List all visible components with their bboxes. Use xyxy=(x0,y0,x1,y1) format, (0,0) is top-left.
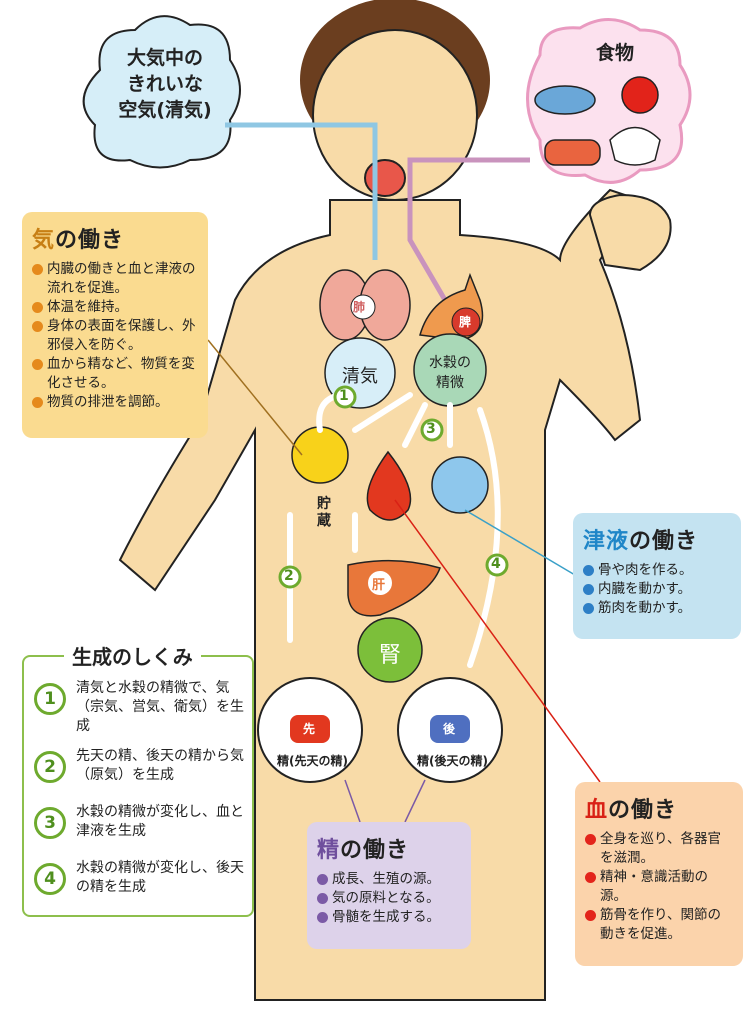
prenatal-label: 精(先天の精) xyxy=(277,754,348,768)
essence-leader-left xyxy=(344,779,361,823)
ki-item: 血から精など、物質を変化させる。 xyxy=(32,355,198,393)
fluid-box-title: 津液の働き xyxy=(583,523,731,555)
ki-item: 体温を維持。 xyxy=(32,298,198,317)
blood-leader xyxy=(394,499,601,783)
blood-function-box: 血の働き 全身を巡り、各器官を滋潤。 精神・意識活動の源。 筋骨を作り、関節の動… xyxy=(575,782,743,966)
generation-step: 4 水穀の精微が変化し、後天の精を生成 xyxy=(34,859,246,897)
step-number: 3 xyxy=(34,807,66,839)
step-markers xyxy=(278,385,509,589)
ki-title-accent: 気 xyxy=(32,228,56,253)
blood-character xyxy=(366,450,412,521)
ki-item: 内臓の働きと血と津液の流れを促進。 xyxy=(32,260,198,298)
suikoku-line-1: 水穀の xyxy=(429,355,471,371)
suikoku-label: 水穀の 精微 xyxy=(418,352,482,392)
apple-icon xyxy=(621,76,659,114)
essence-title-accent: 精 xyxy=(317,838,341,863)
prenatal-badge: 先 xyxy=(303,722,316,736)
fluid-leader xyxy=(464,509,576,576)
ki-item: 身体の表面を保護し、外邪侵入を防ぐ。 xyxy=(32,317,198,355)
rice-bowl-icon xyxy=(609,126,661,166)
generation-step: 1 清気と水穀の精微で、気（宗気、営気、衛気）を生成 xyxy=(34,679,246,736)
fluid-item: 筋肉を動かす。 xyxy=(583,599,731,618)
step-text: 清気と水穀の精微で、気（宗気、営気、衛気）を生成 xyxy=(76,680,244,734)
marker-1: 1 xyxy=(339,388,349,404)
ki-character xyxy=(291,426,349,484)
ki-leader xyxy=(207,339,303,456)
mouth xyxy=(364,159,406,197)
blood-item: 精神・意識活動の源。 xyxy=(585,868,733,906)
essence-item: 骨髄を生成する。 xyxy=(317,908,461,927)
air-cloud-text: 大気中の きれいな 空気(清気) xyxy=(100,45,230,123)
blood-item: 全身を巡り、各器官を滋潤。 xyxy=(585,830,733,868)
blood-title-rest: の働き xyxy=(608,798,678,823)
fluid-function-box: 津液の働き 骨や肉を作る。 内臓を動かす。 筋肉を動かす。 xyxy=(573,513,741,639)
liver-label: 肝 xyxy=(372,578,386,593)
air-path xyxy=(225,122,378,260)
essence-title-rest: の働き xyxy=(340,838,410,863)
food-cloud-title: 食物 xyxy=(595,42,634,64)
step-number: 4 xyxy=(34,863,66,895)
lung-label: 肺 xyxy=(353,300,366,314)
ki-function-box: 気の働き 内臓の働きと血と津液の流れを促進。 体温を維持。 身体の表面を保護し、… xyxy=(22,212,208,438)
marker-3: 3 xyxy=(426,421,436,437)
suikoku-line-2: 精微 xyxy=(436,375,464,391)
air-line-1: 大気中の xyxy=(126,47,203,69)
fluid-character xyxy=(431,456,489,514)
step-number: 2 xyxy=(34,751,66,783)
liver xyxy=(347,559,441,617)
step-text: 先天の精、後天の精から気（原気）を生成 xyxy=(76,748,244,783)
ki-title-rest: の働き xyxy=(55,228,125,253)
generation-step: 2 先天の精、後天の精から気（原気）を生成 xyxy=(34,747,246,785)
air-line-2: きれいな xyxy=(126,73,203,95)
food-path xyxy=(407,157,530,302)
air-line-3: 空気(清気) xyxy=(118,99,212,121)
fluid-title-accent: 津液 xyxy=(583,529,630,554)
fluid-item: 内臓を動かす。 xyxy=(583,580,731,599)
storage-label: 貯蔵 xyxy=(317,496,331,529)
kidney-circle xyxy=(357,617,423,683)
step-text: 水穀の精微が変化し、後天の精を生成 xyxy=(76,860,244,895)
essence-item: 成長、生殖の源。 xyxy=(317,870,461,889)
spleen-label: 脾 xyxy=(459,315,472,329)
ki-item: 物質の排泄を調節。 xyxy=(32,393,198,412)
generation-title: 生成のしくみ xyxy=(64,641,201,670)
step-text: 水穀の精微が変化し、血と津液を生成 xyxy=(76,804,244,839)
fist xyxy=(588,193,672,272)
blood-item: 筋骨を作り、関節の動きを促進。 xyxy=(585,906,733,944)
fluid-title-rest: の働き xyxy=(629,529,699,554)
step-number: 1 xyxy=(34,683,66,715)
blood-title-accent: 血 xyxy=(585,798,609,823)
postnatal-label: 精(後天の精) xyxy=(417,754,488,768)
essence-item: 気の原料となる。 xyxy=(317,889,461,908)
fish-icon xyxy=(534,85,596,115)
essence-function-box: 精の働き 成長、生殖の源。 気の原料となる。 骨髄を生成する。 xyxy=(307,822,471,949)
fluid-item: 骨や肉を作る。 xyxy=(583,561,731,580)
postnatal-badge: 後 xyxy=(443,722,456,736)
marker-4: 4 xyxy=(491,556,501,572)
generation-step: 3 水穀の精微が変化し、血と津液を生成 xyxy=(34,803,246,841)
seiki-label: 清気 xyxy=(342,366,378,387)
blood-box-title: 血の働き xyxy=(585,792,733,824)
generation-mechanism-box: 生成のしくみ 1 清気と水穀の精微で、気（宗気、営気、衛気）を生成 2 先天の精… xyxy=(22,641,254,917)
marker-2: 2 xyxy=(284,568,294,584)
essence-leader-right xyxy=(404,779,426,823)
ki-box-title: 気の働き xyxy=(32,222,198,254)
meat-icon xyxy=(544,139,601,166)
essence-box-title: 精の働き xyxy=(317,832,461,864)
air-cloud xyxy=(82,15,241,169)
kidney-label: 腎 xyxy=(379,643,402,668)
